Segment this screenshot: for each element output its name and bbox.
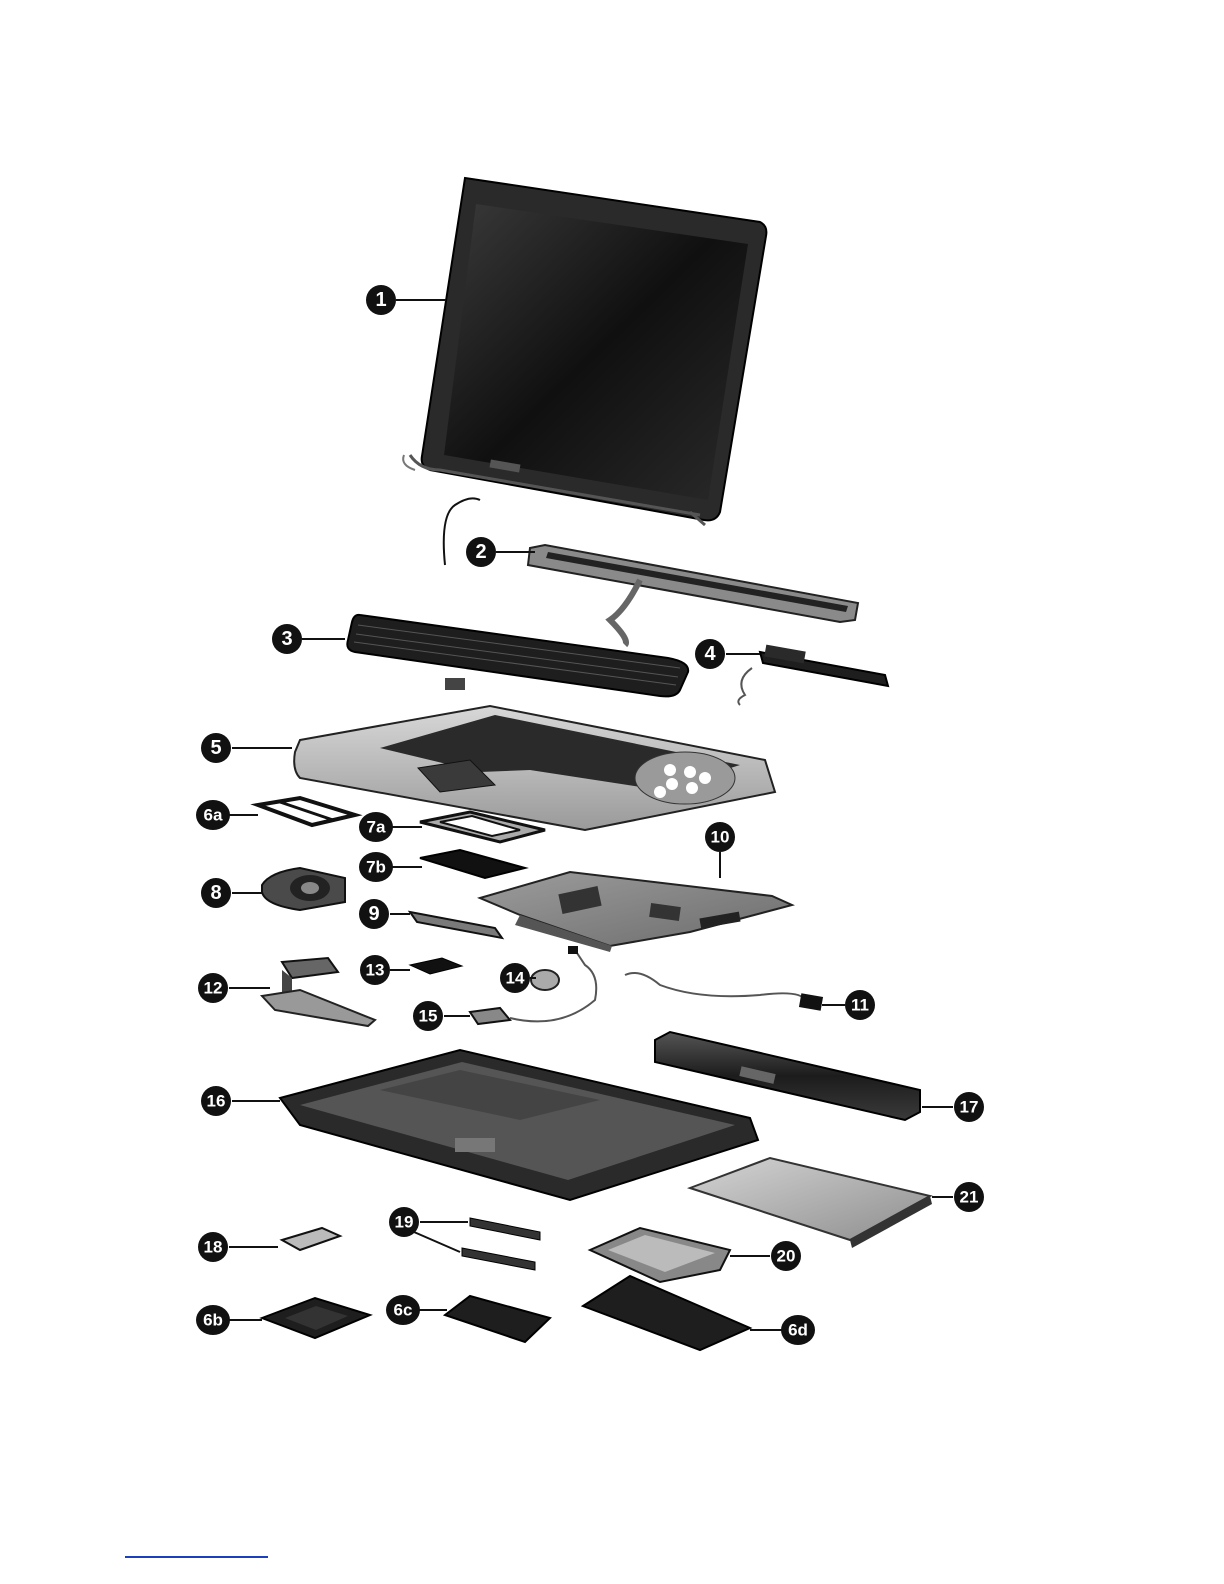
svg-text:2: 2 [475, 541, 486, 563]
callout-5: 5 [201, 733, 231, 763]
svg-text:20: 20 [777, 1247, 796, 1266]
part-19-memory-modules [462, 1218, 540, 1270]
switch-cover [528, 545, 858, 645]
svg-text:6b: 6b [203, 1311, 223, 1330]
part-9-strip [410, 912, 502, 938]
callout-8: 8 [201, 878, 231, 908]
part-11-cable [625, 973, 823, 1011]
part-6a-bracket [258, 798, 355, 825]
svg-text:6d: 6d [788, 1321, 808, 1340]
part-20-hard-drive [590, 1228, 730, 1282]
svg-text:4: 4 [704, 643, 716, 665]
part-7b-touchpad [420, 850, 525, 878]
speaker-assembly [738, 645, 888, 705]
callout-2: 2 [466, 537, 496, 567]
svg-text:1: 1 [375, 289, 386, 311]
svg-text:17: 17 [960, 1098, 979, 1117]
svg-text:10: 10 [711, 828, 730, 847]
callout-3: 3 [272, 624, 302, 654]
svg-text:3: 3 [281, 628, 292, 650]
callout-15: 15 [413, 1001, 443, 1031]
part-18-card [282, 1228, 340, 1250]
svg-text:6a: 6a [204, 806, 223, 825]
part-8-fan [262, 868, 345, 910]
callout-11: 11 [845, 990, 875, 1020]
svg-text:12: 12 [204, 979, 223, 998]
part-10-system-board [480, 872, 792, 952]
part-21-optical-drive [690, 1158, 932, 1248]
callout-6b: 6b [196, 1305, 230, 1335]
svg-text:18: 18 [204, 1238, 223, 1257]
callout-20: 20 [771, 1241, 801, 1271]
callout-10: 10 [705, 822, 735, 852]
svg-text:6c: 6c [394, 1301, 413, 1320]
svg-text:13: 13 [366, 961, 385, 980]
svg-text:7b: 7b [366, 858, 386, 877]
top-cover [294, 706, 775, 830]
callout-7a: 7a [359, 812, 393, 842]
svg-text:16: 16 [207, 1092, 226, 1111]
part-12-heat-sink [262, 958, 375, 1026]
callout-7b: 7b [359, 852, 393, 882]
part-14-rtc-battery [531, 970, 559, 990]
svg-text:15: 15 [419, 1007, 438, 1026]
svg-text:7a: 7a [367, 818, 386, 837]
callout-6d: 6d [781, 1315, 815, 1345]
callout-21: 21 [954, 1182, 984, 1212]
callout-1: 1 [366, 285, 396, 315]
part-6c-cover [445, 1296, 550, 1342]
svg-text:11: 11 [851, 996, 869, 1015]
part-13-chip [410, 958, 462, 974]
callout-4: 4 [695, 639, 725, 669]
svg-text:19: 19 [395, 1213, 414, 1232]
keyboard [347, 615, 688, 697]
part-16-base-enclosure [280, 1050, 758, 1200]
callout-16: 16 [201, 1086, 231, 1116]
part-6b-cover [262, 1298, 370, 1338]
part-6d-cover [583, 1276, 750, 1350]
svg-text:21: 21 [960, 1188, 979, 1207]
callout-17: 17 [954, 1092, 984, 1122]
callout-13: 13 [360, 955, 390, 985]
svg-text:9: 9 [368, 903, 379, 925]
callout-6a: 6a [196, 800, 230, 830]
callout-6c: 6c [386, 1295, 420, 1325]
svg-text:14: 14 [506, 969, 525, 988]
callout-9: 9 [359, 899, 389, 929]
callout-19: 19 [389, 1207, 419, 1237]
svg-text:5: 5 [210, 737, 221, 759]
display-assembly [403, 178, 766, 565]
callout-18: 18 [198, 1232, 228, 1262]
svg-text:8: 8 [210, 882, 221, 904]
footer-rule [125, 1556, 268, 1558]
callout-14: 14 [500, 963, 530, 993]
callout-12: 12 [198, 973, 228, 1003]
